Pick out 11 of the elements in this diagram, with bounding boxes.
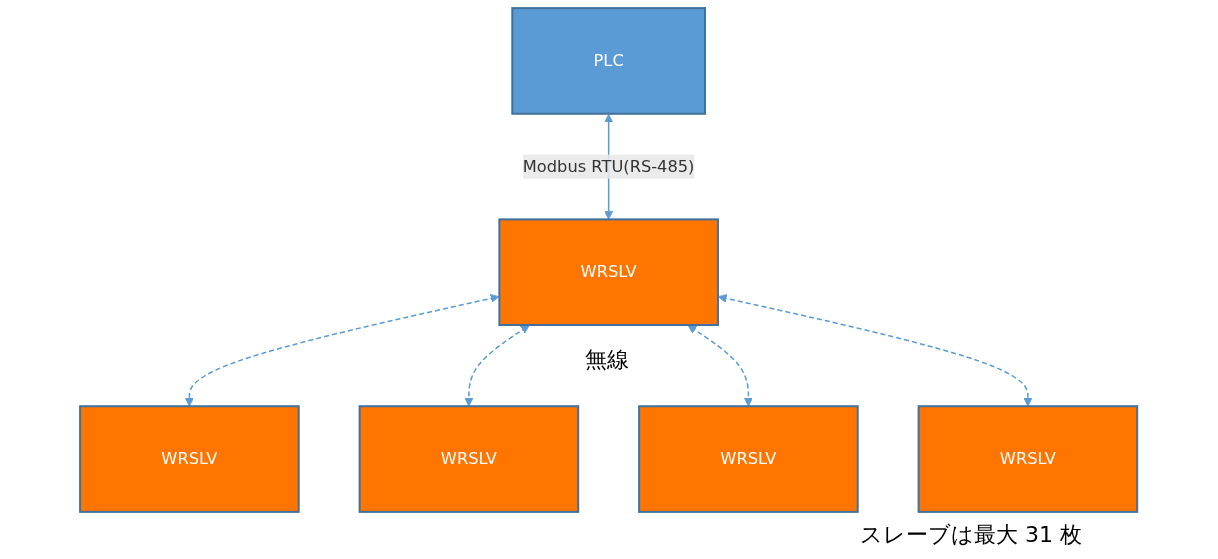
node-box: WRSLV (498, 218, 720, 326)
footnote-text: スレーブは最大 31 枚 (860, 521, 1082, 549)
node-box: WRSLV (79, 405, 301, 513)
arrow (718, 294, 1033, 407)
node-box: WRSLV (358, 405, 580, 513)
arrow (185, 294, 500, 407)
node-box: WRSLV (638, 405, 860, 513)
node-box: PLC (511, 7, 707, 115)
edge-label: Modbus RTU(RS-485) (523, 156, 695, 176)
note-text: 無線 (585, 346, 629, 374)
node-box: WRSLV (917, 405, 1139, 513)
